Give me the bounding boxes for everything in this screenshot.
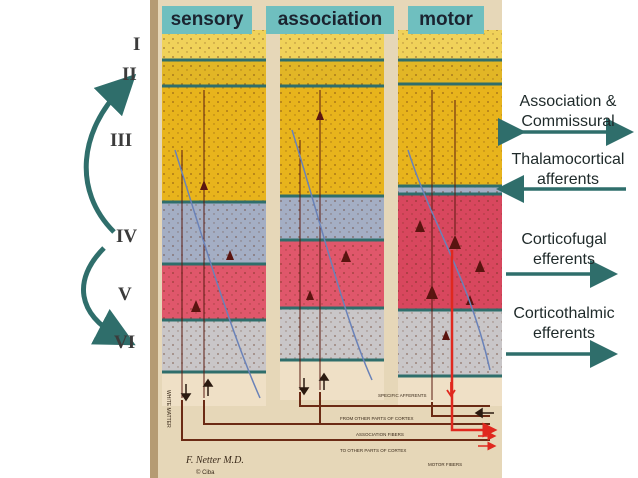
header-motor: motor [408,6,484,34]
pyramidal-neurons [191,110,485,340]
layer-label-iv: IV [116,226,138,247]
specific-afferent-fibers [174,129,491,399]
label-corticothalamic-line1: Corticothalmic [513,305,615,322]
label-corticothalamic-line2: efferents [533,325,595,342]
label-corticofugal: Corticofugal efferents [494,230,634,270]
red-down-arrow [446,382,456,398]
signature: F. Netter M.D. [185,455,244,466]
label-motor-fibers: MOTOR FIBERS [428,462,462,467]
label-thalamocortical-line2: afferents [537,171,599,188]
copyright-mark: © Ciba [196,469,215,476]
label-thalamocortical-line1: Thalamocortical [511,151,625,168]
motor-column [398,30,502,406]
header-sensory: sensory [162,6,252,34]
label-corticothalamic: Corticothalmic efferents [494,304,634,344]
motor-fiber [450,250,498,438]
label-corticofugal-line2: efferents [533,251,595,268]
layer-label-vi: VI [114,332,136,353]
white-matter-arrows [180,372,494,419]
label-association-line1: Association & [519,93,617,110]
layer-label-ii: II [122,64,137,85]
red-fiber-arrows [478,431,497,451]
label-association-commissural: Association & Commissural [498,92,638,132]
label-corticofugal-line1: Corticofugal [521,231,607,248]
layer-label-iii: III [110,130,133,151]
plate-left-frame [150,0,158,478]
curved-arrow-iv-to-vi [81,246,136,346]
label-to-other-parts: TO OTHER PARTS OF CORTEX [340,448,406,453]
label-thalamocortical: Thalamocortical afferents [498,150,638,190]
fiber-tracts [181,392,490,441]
curved-arrow-iv-to-ii [83,73,137,234]
header-association: association [266,6,394,34]
label-association-fibers: ASSOCIATION FIBERS [356,432,404,437]
label-white-matter: WHITE MATTER [165,390,171,428]
label-association-line2: Commissural [521,113,615,130]
layer-label-v: V [118,284,132,305]
right-arrows [496,118,634,368]
label-specific-afferents: SPECIFIC AFFERENTS [378,393,427,398]
label-from-other-parts: FROM OTHER PARTS OF CORTEX [340,416,414,421]
layer-label-i: I [133,34,141,55]
layer-boundaries [162,58,502,378]
